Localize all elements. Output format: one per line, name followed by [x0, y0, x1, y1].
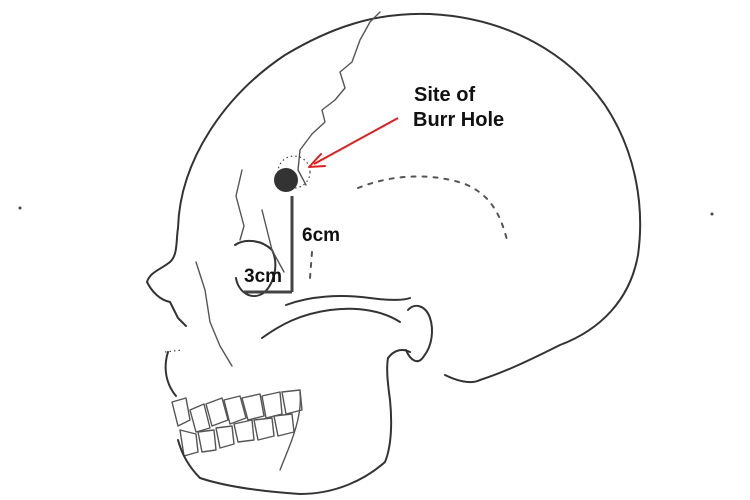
temporal-line-lower: [309, 251, 313, 279]
frontal-outline: [146, 227, 179, 283]
label-3cm: 3cm: [244, 266, 282, 287]
lower-teeth: [179, 413, 295, 457]
burr-hole-marker: [274, 168, 298, 192]
orbit-inner: [235, 169, 245, 241]
mandible-ramus: [387, 349, 411, 359]
upper-teeth: [171, 389, 303, 433]
stray-dot-left: [18, 206, 22, 210]
zygomatic-lower: [261, 307, 401, 339]
label-site-of: Site of: [414, 84, 475, 106]
nasal-outline: [146, 281, 187, 327]
stray-dot-right: [710, 212, 714, 216]
maxilla-outline: [164, 351, 177, 397]
label-burr-hole: Burr Hole: [413, 109, 504, 131]
orbit-outline: [234, 239, 277, 297]
label-6cm: 6cm: [302, 225, 340, 246]
pointer-arrow: [308, 117, 399, 168]
temporal-line: [357, 175, 509, 245]
coronal-suture: [297, 11, 381, 186]
mandible-inner: [279, 391, 302, 471]
maxilla-dots: [164, 349, 183, 353]
occipital-outline: [444, 374, 481, 384]
mandible-outline: [177, 357, 393, 495]
mastoid-outline: [405, 304, 433, 363]
nasal-aperture: [195, 261, 233, 367]
cranium-outline: [177, 12, 642, 381]
zygomatic-arch: [285, 295, 411, 306]
frontal-process: [261, 209, 285, 273]
